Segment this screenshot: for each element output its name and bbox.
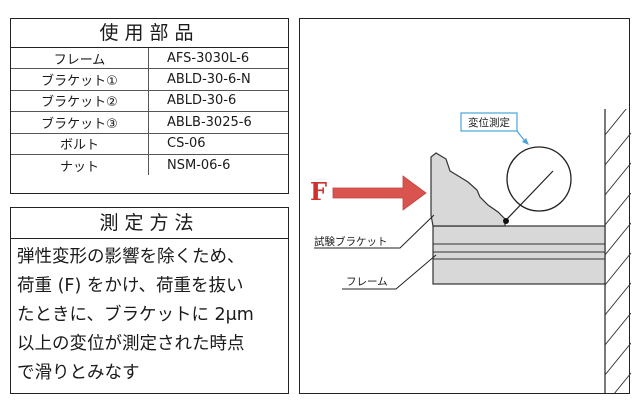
part-code: ABLD-30-6-N — [148, 68, 288, 91]
gauge-callout-arrowhead — [522, 138, 529, 145]
method-line: 荷重 (F) をかけ、荷重を抜い — [17, 276, 244, 296]
frame-label: フレーム — [346, 276, 388, 288]
method-title: 測定方法 — [11, 208, 288, 239]
method-line: で滑りとみなす — [17, 363, 140, 383]
part-name: ナット — [11, 154, 149, 176]
table-row: フレーム AFS-3030L-6 — [11, 48, 288, 70]
frame-label-leader — [342, 254, 437, 290]
bracket-label: 試験ブラケット — [314, 235, 388, 248]
test-diagram-panel: 変位測定 F 試験ブラケット フレーム — [299, 18, 631, 394]
test-diagram: 変位測定 F 試験ブラケット フレーム — [310, 109, 631, 393]
part-name: ブラケット① — [11, 68, 149, 91]
force-label: F — [310, 177, 327, 206]
table-row: ブラケット② ABLD-30-6 — [11, 90, 288, 113]
gauge-label: 変位測定 — [468, 116, 510, 129]
wall-hatching — [605, 109, 631, 393]
part-name: ブラケット③ — [11, 111, 149, 134]
part-code: ABLD-30-6 — [148, 90, 288, 113]
parts-panel: 使用部品 フレーム AFS-3030L-6 ブラケット① ABLD-30-6-N… — [10, 18, 289, 194]
method-line: 以上の変位が測定された時点 — [17, 334, 245, 354]
part-code: CS-06 — [148, 133, 288, 155]
part-code: AFS-3030L-6 — [148, 48, 288, 70]
part-name: フレーム — [11, 48, 149, 70]
gauge-probe-line — [506, 170, 554, 220]
method-panel: 測定方法 弾性変形の影響を除くため、 荷重 (F) をかけ、荷重を抜い たときに… — [10, 207, 289, 394]
gauge-contact-point — [503, 218, 509, 224]
gauge-callout-leader — [516, 130, 525, 141]
method-description: 弾性変形の影響を除くため、 荷重 (F) をかけ、荷重を抜い たときに、ブラケッ… — [11, 239, 288, 388]
table-row: ナット NSM-06-6 — [11, 154, 288, 176]
parts-table: フレーム AFS-3030L-6 ブラケット① ABLD-30-6-N ブラケッ… — [11, 48, 288, 176]
method-line: 弾性変形の影響を除くため、 — [17, 247, 245, 267]
gauge-callout-box — [460, 112, 518, 132]
method-line: たときに、ブラケットに 2μm — [17, 305, 254, 325]
force-arrow — [332, 175, 427, 211]
part-name: ボルト — [11, 133, 149, 155]
part-code: NSM-06-6 — [167, 157, 231, 173]
table-row: ブラケット① ABLD-30-6-N — [11, 68, 288, 91]
frame-body — [432, 225, 606, 285]
bracket-label-leader — [314, 214, 435, 249]
test-bracket-shape — [430, 152, 506, 227]
part-code: ABLB-3025-6 — [148, 111, 288, 134]
table-row: ブラケット③ ABLB-3025-6 — [11, 111, 288, 134]
parts-title: 使用部品 — [11, 19, 288, 48]
part-name: ブラケット② — [11, 90, 149, 113]
displacement-gauge-circle — [506, 146, 572, 212]
table-row: ボルト CS-06 — [11, 133, 288, 155]
